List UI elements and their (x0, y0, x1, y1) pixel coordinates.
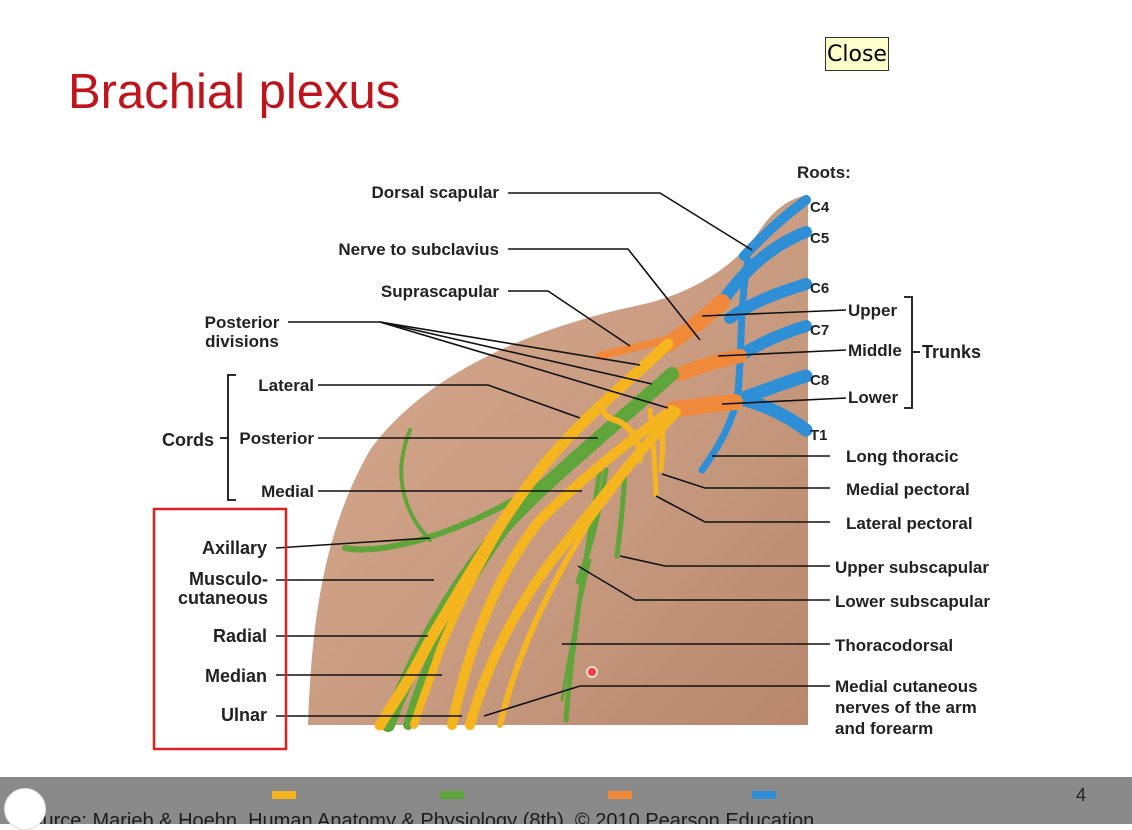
lateral-pectoral-nerve (647, 407, 659, 498)
cords-bracket (227, 374, 236, 501)
bottom-bar: Source: Marieb & Hoehn, Human Anatomy & … (0, 777, 1132, 824)
label-musculocutaneous-2: cutaneous (178, 588, 268, 608)
root-c5 (716, 226, 812, 308)
label-medial-pectoral: Medial pectoral (846, 480, 970, 499)
slide-title: Brachial plexus (68, 65, 401, 119)
cords-group (374, 338, 681, 731)
label-upper-subscapular: Upper subscapular (835, 558, 989, 577)
trunks-title: Trunks (922, 342, 981, 362)
cord-label-medial: Medial (261, 482, 314, 501)
medial-cord-branch (497, 409, 679, 728)
trunk-label-upper: Upper (848, 301, 898, 320)
trunks-bracket (904, 296, 913, 409)
root-c6 (724, 278, 812, 324)
root-label-c7: C7 (810, 322, 829, 339)
label-posterior-divisions-2: divisions (205, 332, 279, 351)
label-suprascapular: Suprascapular (381, 282, 499, 301)
label-medial-cutaneous-1: Medial cutaneous (835, 677, 978, 696)
playback-scrub-handle[interactable] (4, 788, 46, 830)
brackets (220, 296, 920, 501)
label-medial-cutaneous-3: and forearm (835, 719, 933, 738)
label-radial: Radial (213, 626, 267, 646)
label-axillary: Axillary (202, 538, 267, 558)
roots-group (698, 195, 813, 474)
legend-swatch-trunks (608, 791, 632, 799)
medial-pectoral-nerve (657, 412, 666, 473)
label-median: Median (205, 666, 267, 686)
trunk-label-lower: Lower (848, 388, 898, 407)
root-label-c8: C8 (810, 372, 829, 389)
root-c4 (739, 195, 811, 261)
cords-title: Cords (162, 430, 214, 450)
lower-subscapular-nerve (575, 467, 609, 585)
label-posterior-divisions-1: Posterior (205, 313, 280, 332)
label-ulnar: Ulnar (221, 705, 267, 725)
close-button[interactable]: Close (825, 37, 889, 71)
label-lateral-pectoral: Lateral pectoral (846, 514, 973, 533)
legend-swatch-divisions (440, 791, 464, 799)
cord-label-lateral: Lateral (258, 376, 314, 395)
trunk-label-middle: Middle (848, 341, 902, 360)
legend-swatch-cords (272, 791, 296, 799)
source-caption: Source: Marieb & Hoehn, Human Anatomy & … (18, 810, 815, 824)
leader-lines (275, 192, 847, 717)
roots-title: Roots: (797, 163, 851, 182)
label-lower-subscapular: Lower subscapular (835, 592, 990, 611)
pointer-dot (586, 666, 598, 678)
label-long-thoracic: Long thoracic (846, 447, 958, 466)
label-nerve-to-subclavius: Nerve to subclavius (338, 240, 499, 259)
loop-branch (599, 392, 643, 463)
root-label-c5: C5 (810, 230, 829, 247)
thoracodorsal-nerve (563, 467, 603, 723)
root-label-t1: T1 (810, 427, 828, 444)
root-label-c4: C4 (810, 199, 830, 216)
legend-swatch-roots (752, 791, 776, 799)
long-thoracic-nerve (698, 256, 752, 474)
label-musculocutaneous-1: Musculo- (189, 569, 268, 589)
label-medial-cutaneous-2: nerves of the arm (835, 698, 977, 717)
page-number: 4 (1075, 785, 1086, 805)
median-nerve (447, 405, 677, 730)
root-label-c6: C6 (810, 280, 829, 297)
terminal-nerves-highlight-box (152, 507, 288, 751)
cord-label-posterior: Posterior (239, 429, 314, 448)
medial-cutaneous-green (560, 558, 592, 702)
brachial-plexus-diagram: Roots: C4 C5 C6 C7 C8 T1 Upper Middle Lo… (152, 163, 990, 751)
musculocutaneous-nerve (410, 466, 544, 729)
axillary-branch (399, 428, 432, 542)
suprascapular-branch (596, 332, 686, 360)
label-thoracodorsal: Thoracodorsal (835, 636, 953, 655)
trunk-middle (673, 349, 747, 381)
label-dorsal-scapular: Dorsal scapular (371, 183, 499, 202)
shoulder-skin (308, 195, 808, 725)
